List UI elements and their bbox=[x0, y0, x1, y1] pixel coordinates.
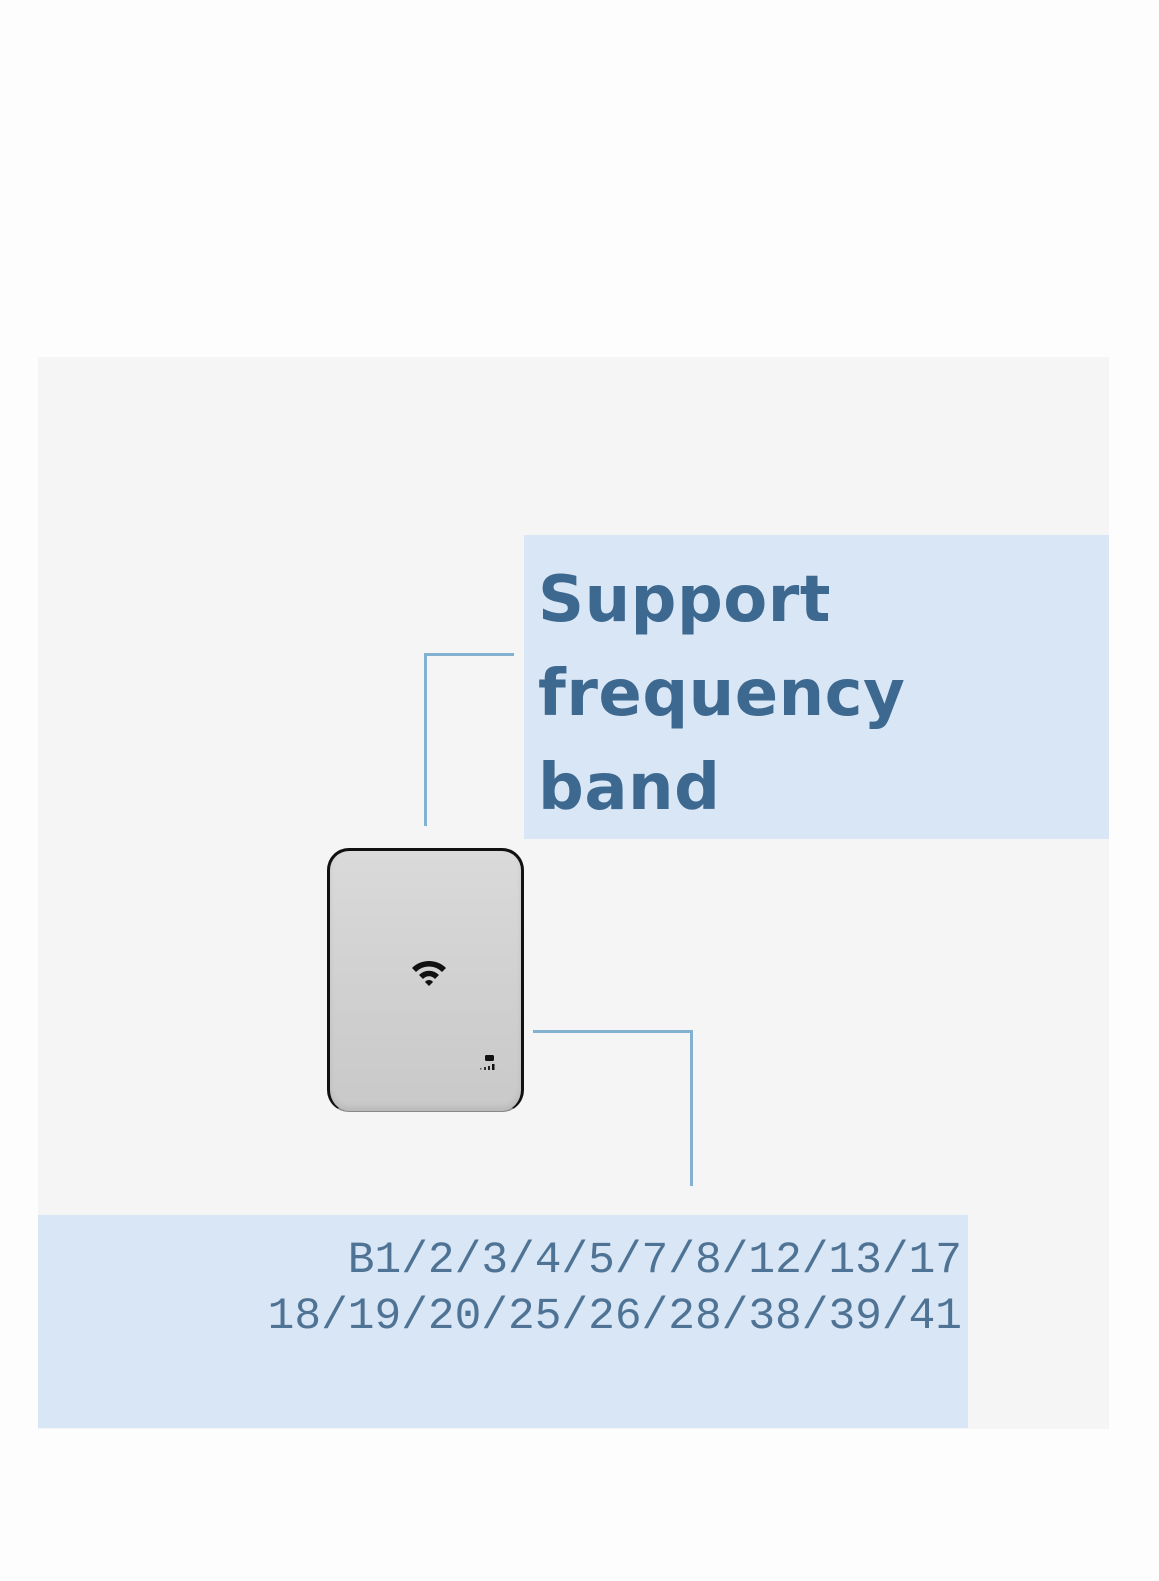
connector-line-bottom-vertical bbox=[690, 1030, 693, 1186]
connector-line-top-horizontal bbox=[424, 653, 514, 656]
bands-box: B1/2/3/4/5/7/8/12/13/17 18/19/20/25/26/2… bbox=[38, 1215, 968, 1428]
battery-signal-icon bbox=[480, 1055, 495, 1070]
wifi-icon bbox=[412, 960, 446, 986]
frequency-bands-list: B1/2/3/4/5/7/8/12/13/17 18/19/20/25/26/2… bbox=[267, 1236, 962, 1342]
connector-line-bottom-horizontal bbox=[533, 1030, 692, 1033]
title-box: Support frequency band bbox=[524, 535, 1109, 839]
connector-line-top-vertical bbox=[424, 654, 427, 826]
feature-title: Support frequency band bbox=[538, 563, 906, 825]
router-device-image bbox=[327, 848, 524, 1112]
